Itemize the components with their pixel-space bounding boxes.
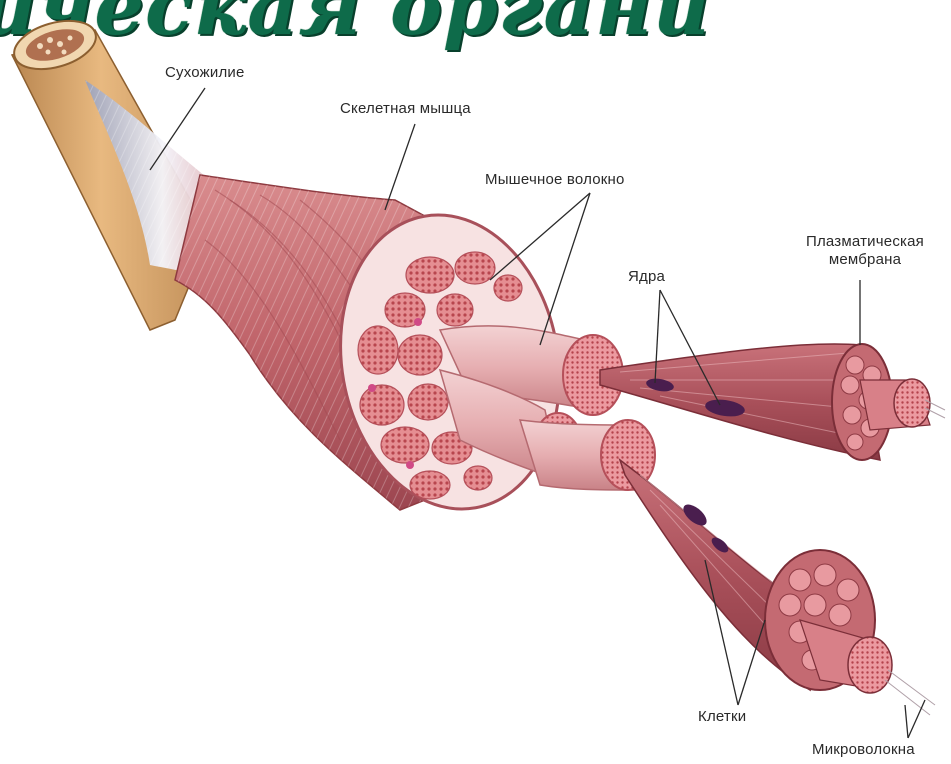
label-tendon: Сухожилие bbox=[165, 64, 245, 82]
label-plasma-membrane-line1: Плазматическая bbox=[780, 233, 950, 251]
label-cells: Клетки bbox=[698, 708, 746, 726]
label-muscle-fiber: Мышечное волокно bbox=[485, 171, 625, 189]
label-skeletal-muscle: Скелетная мышца bbox=[340, 100, 471, 118]
label-microfibers: Микроволокна bbox=[812, 741, 915, 759]
label-nuclei: Ядра bbox=[628, 268, 665, 286]
label-plasma-membrane-line2: мембрана bbox=[780, 251, 950, 269]
muscle-cell-lower bbox=[620, 460, 935, 715]
label-plasma-membrane: Плазматическая мембрана bbox=[780, 233, 950, 269]
